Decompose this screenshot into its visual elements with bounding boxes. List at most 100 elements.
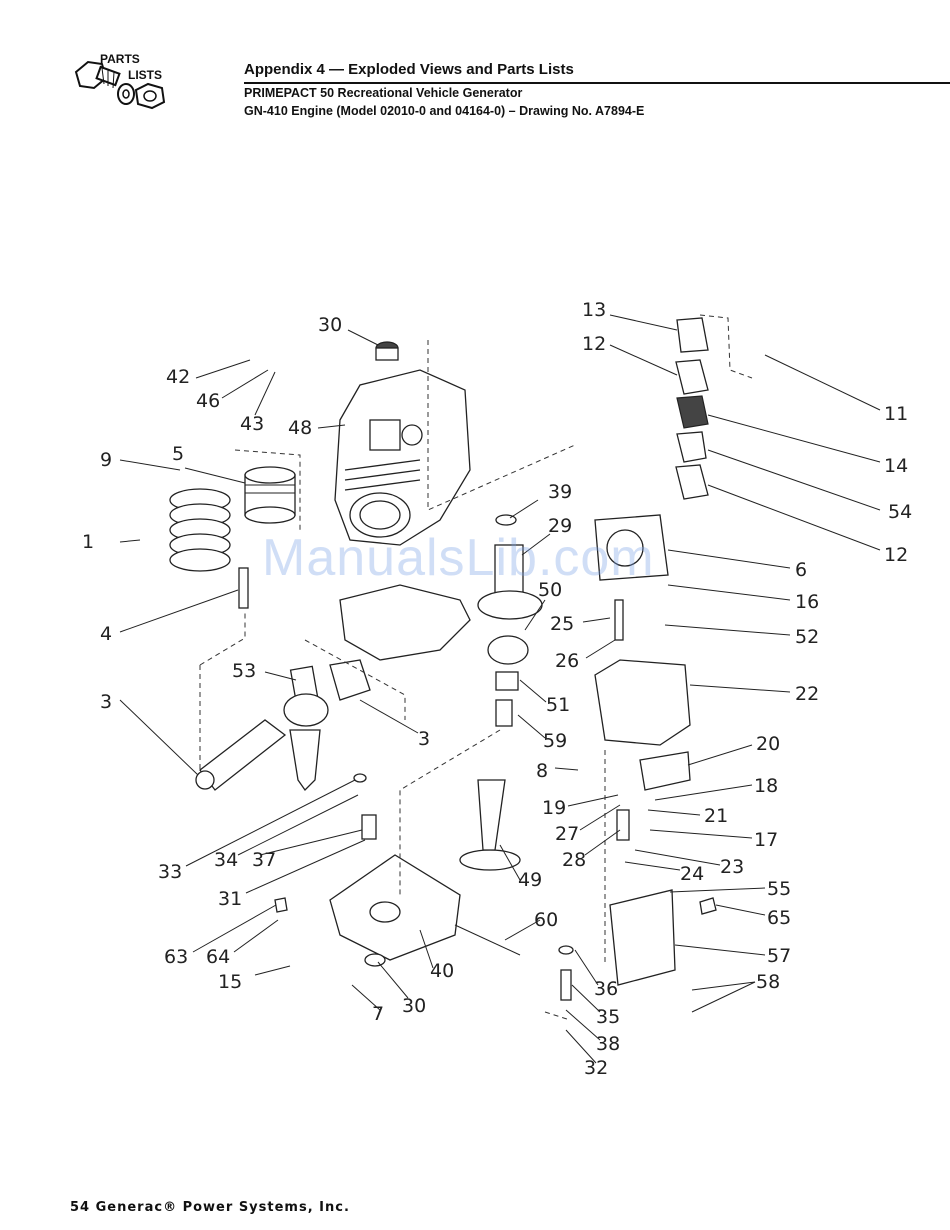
governor-shaft-part bbox=[477, 779, 506, 851]
callout-52: 52 bbox=[795, 626, 819, 648]
gear-stack-part bbox=[361, 814, 377, 840]
callout-43: 43 bbox=[240, 413, 264, 435]
seal-part bbox=[364, 953, 386, 967]
logo-text-lists: LISTS bbox=[128, 68, 163, 82]
logo-text-parts: PARTS bbox=[100, 52, 140, 66]
filter-element-part bbox=[676, 395, 709, 429]
callout-4: 4 bbox=[100, 623, 112, 645]
callout-49: 49 bbox=[518, 869, 542, 891]
gasket-part-lower bbox=[675, 464, 709, 500]
connecting-rod-eye-part bbox=[195, 770, 215, 790]
callout-33: 33 bbox=[158, 861, 182, 883]
shaft-part bbox=[454, 924, 521, 956]
dipstick-part bbox=[274, 897, 288, 913]
callout-34: 34 bbox=[214, 849, 238, 871]
crank-gear-part bbox=[459, 849, 521, 871]
callout-17: 17 bbox=[754, 829, 778, 851]
leader-lines bbox=[119, 314, 881, 1064]
callout-54: 54 bbox=[888, 501, 912, 523]
watermark-text: ManualsLib.com bbox=[262, 529, 655, 587]
callout-39: 39 bbox=[548, 481, 572, 503]
callout-57: 57 bbox=[767, 945, 791, 967]
callout-60: 60 bbox=[534, 909, 558, 931]
callout-22: 22 bbox=[795, 683, 819, 705]
assembly-line bbox=[427, 340, 576, 511]
callout-29: 29 bbox=[548, 515, 572, 537]
callout-63: 63 bbox=[164, 946, 188, 968]
parts-lists-logo: PARTS LISTS bbox=[70, 50, 200, 122]
oil-fill-cap-part bbox=[699, 897, 717, 915]
retainer-part bbox=[558, 945, 574, 955]
callout-25: 25 bbox=[550, 613, 574, 635]
callout-23: 23 bbox=[720, 856, 744, 878]
spring-part bbox=[560, 969, 572, 1001]
piston-rings-part bbox=[169, 488, 231, 572]
callout-42: 42 bbox=[166, 366, 190, 388]
callout-55: 55 bbox=[767, 878, 791, 900]
callout-27: 27 bbox=[555, 823, 579, 845]
callout-24: 24 bbox=[680, 863, 704, 885]
callout-numbers: 30 42 46 43 48 9 5 1 4 3 53 3 33 34 37 3… bbox=[82, 299, 912, 1079]
callout-15: 15 bbox=[218, 971, 242, 993]
assembly-line bbox=[304, 639, 406, 720]
header-divider bbox=[244, 82, 950, 84]
page-footer: 54 Generac® Power Systems, Inc. bbox=[70, 1200, 350, 1215]
callout-6: 6 bbox=[795, 559, 807, 581]
callout-53: 53 bbox=[232, 660, 256, 682]
callout-20: 20 bbox=[756, 733, 780, 755]
callout-48: 48 bbox=[288, 417, 312, 439]
callout-32: 32 bbox=[584, 1057, 608, 1079]
sleeve-part bbox=[495, 699, 513, 727]
page-title: Appendix 4 — Exploded Views and Parts Li… bbox=[244, 61, 574, 78]
piston-pin-part bbox=[238, 567, 249, 609]
callout-64: 64 bbox=[206, 946, 230, 968]
callout-30-top: 30 bbox=[318, 314, 342, 336]
crankcase-cover-bore-part bbox=[369, 901, 401, 923]
callout-51: 51 bbox=[546, 694, 570, 716]
callout-13: 13 bbox=[582, 299, 606, 321]
callout-21: 21 bbox=[704, 805, 728, 827]
callout-7: 7 bbox=[372, 1003, 384, 1025]
bolt-washer-nut-icon bbox=[74, 60, 166, 110]
callout-11: 11 bbox=[884, 403, 908, 425]
callout-58: 58 bbox=[756, 971, 780, 993]
callout-36: 36 bbox=[594, 978, 618, 1000]
callout-3-left: 3 bbox=[100, 691, 112, 713]
callout-16: 16 bbox=[795, 591, 819, 613]
callout-9: 9 bbox=[100, 449, 112, 471]
cam-gear-part bbox=[477, 590, 543, 620]
callout-26: 26 bbox=[555, 650, 579, 672]
callout-19: 19 bbox=[542, 797, 566, 819]
cylinder-head-part bbox=[594, 659, 691, 746]
callout-8: 8 bbox=[536, 760, 548, 782]
washer-part-small bbox=[353, 773, 367, 783]
connecting-rod-cap-part bbox=[329, 659, 371, 701]
valve-spring-part bbox=[616, 809, 630, 841]
head-gasket-bore-part bbox=[606, 529, 644, 567]
callout-46: 46 bbox=[196, 390, 220, 412]
callout-35: 35 bbox=[596, 1006, 620, 1028]
assembly-line bbox=[399, 729, 501, 895]
callout-31: 31 bbox=[218, 888, 242, 910]
callout-12-top: 12 bbox=[582, 333, 606, 355]
piston-part bbox=[244, 466, 296, 524]
gasket-part bbox=[675, 359, 709, 395]
callout-12-bottom: 12 bbox=[884, 544, 908, 566]
callout-38: 38 bbox=[596, 1033, 620, 1055]
callout-30-bottom: 30 bbox=[402, 995, 426, 1017]
callout-14: 14 bbox=[884, 455, 908, 477]
page-subtitle-product: PRIMEPACT 50 Recreational Vehicle Genera… bbox=[244, 86, 523, 100]
callout-50: 50 bbox=[538, 579, 562, 601]
callout-18: 18 bbox=[754, 775, 778, 797]
crankshaft-part bbox=[283, 665, 329, 792]
gear-part bbox=[487, 635, 529, 665]
callout-65: 65 bbox=[767, 907, 791, 929]
assembly-line bbox=[699, 314, 753, 379]
cylinder-block-part bbox=[334, 369, 471, 546]
callout-3-right: 3 bbox=[418, 728, 430, 750]
assembly-line bbox=[199, 610, 246, 666]
callout-1: 1 bbox=[82, 531, 94, 553]
oil-pan-part bbox=[609, 889, 676, 986]
plate-part bbox=[639, 751, 691, 791]
